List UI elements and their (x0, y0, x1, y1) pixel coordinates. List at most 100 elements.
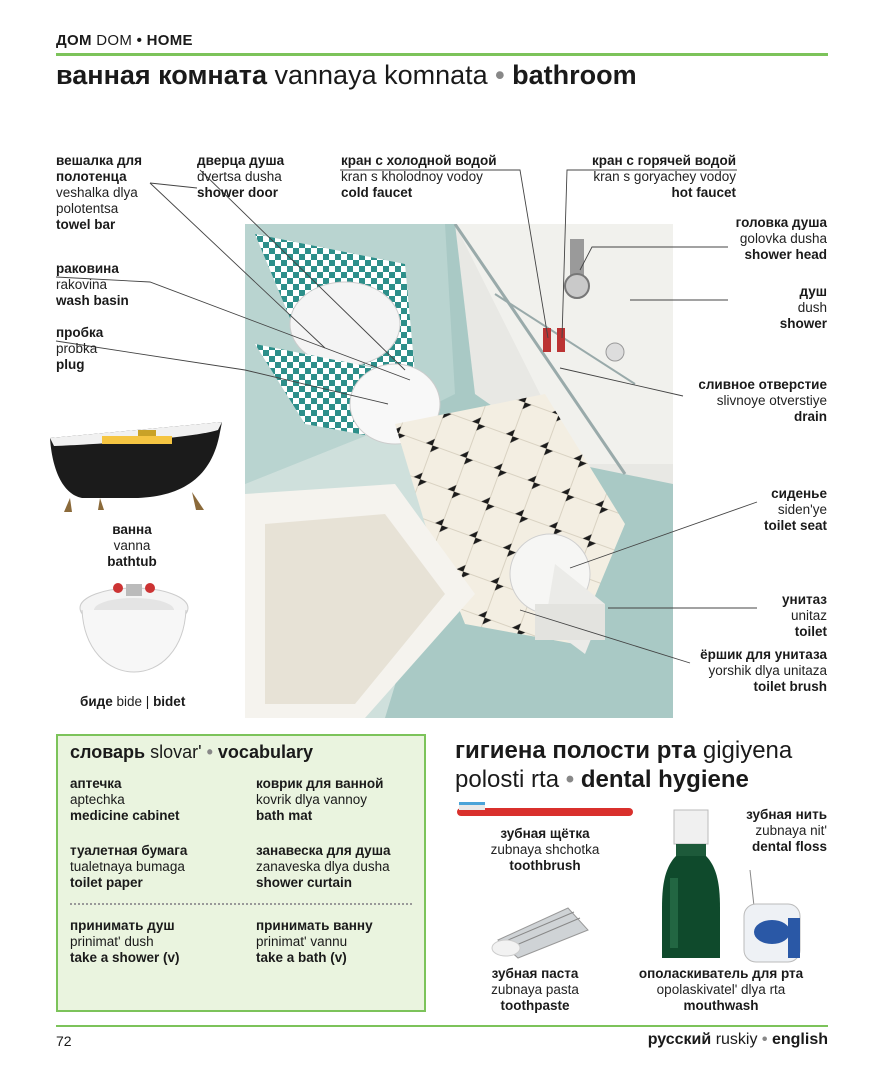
vocabulary-title-ru: словарь (70, 742, 146, 762)
bidet-tr: bide (116, 694, 143, 709)
shower-head-ru: головка душа (735, 215, 827, 230)
label-cold-faucet: кран с холодной водой kran s kholodnoy v… (341, 153, 497, 201)
label-bidet: биде bide | bidet (80, 694, 185, 710)
toilet-seat-tr: siden'ye (777, 502, 827, 517)
label-dental-floss: зубная нить zubnaya nit' dental floss (746, 807, 827, 855)
dental-floss-ru: зубная нить (746, 807, 827, 822)
bidet-sep: | (145, 694, 150, 709)
vocab-tr: prinimat' vannu (256, 934, 348, 949)
hot-faucet-ru: кран с горячей водой (591, 153, 736, 168)
page-title: ванная комната vannaya komnata • bathroo… (56, 60, 637, 91)
wash-basin-tr: rakovina (56, 277, 108, 292)
mouthwash-en: mouthwash (683, 998, 759, 1013)
toilet-en: toilet (794, 624, 827, 639)
label-toilet-seat: сиденье siden'ye toilet seat (764, 486, 827, 534)
vocab-ru: занавеска для душа (256, 843, 391, 858)
shower-en: shower (779, 316, 827, 331)
section-label-tr: DOM (96, 32, 133, 49)
dental-title-separator: • (565, 766, 575, 793)
plug-en: plug (56, 357, 85, 372)
toothpaste-image (491, 907, 589, 959)
mouthwash-ru: ополаскиватель для рта (638, 966, 804, 981)
towel-bar-tr-2: polotentsa (56, 201, 119, 216)
section-separator: • (136, 32, 143, 49)
drain-tr: slivnoye otverstiye (716, 393, 827, 408)
towel-bar-tr-1: veshalka dlya (56, 185, 138, 200)
toothbrush-en: toothbrush (509, 858, 581, 873)
vocab-en: toilet paper (70, 875, 143, 890)
top-divider (56, 53, 828, 56)
bottom-divider (56, 1025, 828, 1027)
vocab-en: medicine cabinet (70, 808, 180, 823)
label-shower-head: головка душа golovka dusha shower head (736, 215, 827, 263)
bidet-ru: биде (80, 694, 113, 709)
toilet-ru: унитаз (782, 592, 827, 607)
shower-ru: душ (799, 284, 828, 299)
vocab-tr: zanaveska dlya dusha (256, 859, 390, 874)
dental-title-tr-2: polosti rta (455, 766, 560, 793)
vocab-en: bath mat (256, 808, 313, 823)
footer-separator: • (761, 1031, 768, 1048)
vocabulary-separator: • (206, 742, 213, 762)
vocab-en: take a bath (v) (256, 950, 347, 965)
dental-title-tr-1: gigiyena (702, 737, 793, 764)
footer-lang-ru: русский (647, 1031, 712, 1048)
vocab-tr: tualetnaya bumaga (70, 859, 185, 874)
vocab-tr: prinimat' dush (70, 934, 154, 949)
vocab-en: shower curtain (256, 875, 353, 890)
vocab-ru: принимать душ (70, 918, 175, 933)
label-towel-bar: вешалка для полотенца veshalka dlya polo… (56, 153, 142, 233)
cold-faucet-ru: кран с холодной водой (341, 153, 497, 168)
label-toothpaste: зубная паста zubnaya pasta toothpaste (460, 966, 610, 1014)
label-toilet: унитаз unitaz toilet (782, 592, 827, 640)
drain-en: drain (793, 409, 827, 424)
drain-ru: сливное отверстие (698, 377, 827, 392)
shower-head-tr: golovka dusha (739, 231, 827, 246)
vocab-ru: коврик для ванной (256, 776, 384, 791)
label-mouthwash: ополаскиватель для рта opolaskivatel' dl… (630, 966, 812, 1014)
vocab-item: принимать ванну prinimat' vannu take a b… (256, 918, 373, 966)
toilet-brush-en: toilet brush (753, 679, 828, 694)
toilet-seat-ru: сиденье (771, 486, 827, 501)
toothpaste-tr: zubnaya pasta (491, 982, 579, 997)
shower-door-ru: дверца душа (197, 153, 285, 168)
shower-head-en: shower head (744, 247, 827, 262)
footer-lang-tr: ruskiy (715, 1031, 758, 1048)
label-toothbrush: зубная щётка zubnaya shchotka toothbrush (470, 826, 620, 874)
plug-tr: probka (56, 341, 98, 356)
page-title-tr: vannaya komnata (274, 60, 488, 90)
vocab-item: туалетная бумага tualetnaya bumaga toile… (70, 843, 187, 891)
label-plug: пробка probka plug (56, 325, 103, 373)
dental-title: гигиена полости рта gigiyena polosti rta… (455, 736, 792, 794)
cold-faucet-en: cold faucet (341, 185, 413, 200)
vocabulary-divider (70, 903, 412, 905)
toothpaste-ru: зубная паста (491, 966, 579, 981)
footer-language: русский ruskiy • english (648, 1031, 828, 1049)
wash-basin-ru: раковина (56, 261, 119, 276)
vocab-item: коврик для ванной kovrik dlya vannoy bat… (256, 776, 383, 824)
vocab-item: принимать душ prinimat' dush take a show… (70, 918, 180, 966)
vocabulary-title: словарь slovar' • vocabulary (70, 742, 313, 763)
toothpaste-en: toothpaste (500, 998, 570, 1013)
mouthwash-tr: opolaskivatel' dlya rta (656, 982, 786, 997)
vocab-tr: kovrik dlya vannoy (256, 792, 368, 807)
label-bathtub: ванна vanna bathtub (92, 522, 172, 570)
bathtub-ru: ванна (112, 522, 152, 537)
bidet-image (79, 583, 189, 673)
vocab-tr: aptechka (70, 792, 125, 807)
page-number: 72 (56, 1033, 72, 1049)
plug-ru: пробка (56, 325, 104, 340)
shower-tr: dush (797, 300, 827, 315)
bathtub-en: bathtub (107, 554, 157, 569)
label-shower-door: дверца душа dvertsa dusha shower door (197, 153, 284, 201)
vocab-item: аптечка aptechka medicine cabinet (70, 776, 180, 824)
label-drain: сливное отверстие slivnoye otverstiye dr… (698, 377, 827, 425)
section-label-ru: ДОМ (56, 32, 92, 49)
page-title-en: bathroom (512, 60, 637, 90)
label-hot-faucet: кран с горячей водой kran s goryachey vo… (592, 153, 736, 201)
toothbrush-ru: зубная щётка (500, 826, 590, 841)
vocab-item: занавеска для душа zanaveska dlya dusha … (256, 843, 390, 891)
shower-door-tr: dvertsa dusha (197, 169, 282, 184)
bathtub-tr: vanna (113, 538, 151, 553)
vocabulary-box: словарь slovar' • vocabulary аптечка apt… (56, 734, 426, 1012)
